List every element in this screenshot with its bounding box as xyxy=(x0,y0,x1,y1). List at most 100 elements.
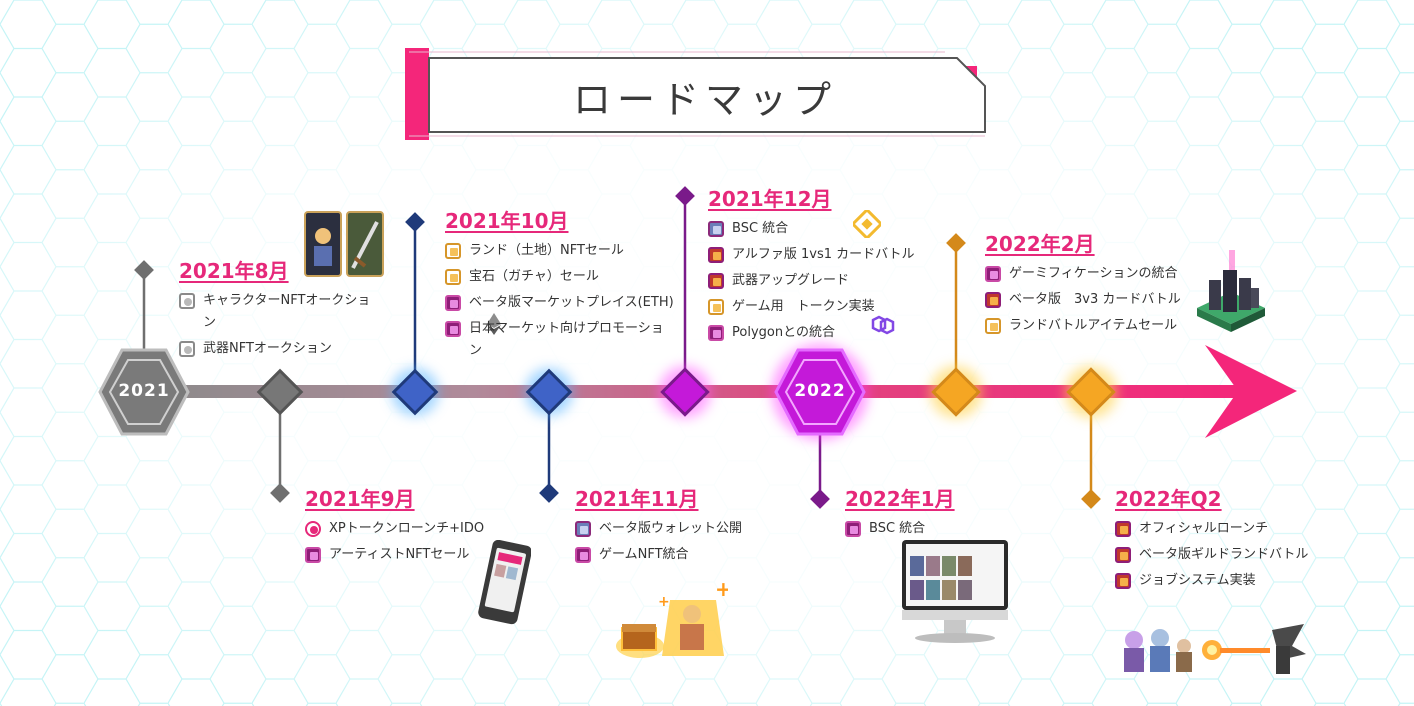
milestone-item: ランドバトルアイテムセール xyxy=(985,315,1205,337)
svg-text:+: + xyxy=(715,580,728,601)
milestone-date: 2021年11月 xyxy=(575,487,699,511)
milestone-item: 武器アップグレード xyxy=(708,270,938,292)
milestone-item: アルファ版 1vs1 カードバトル xyxy=(708,244,938,266)
battle-characters-sprite xyxy=(1124,624,1306,674)
milestone-item-text: アルファ版 1vs1 カードバトル xyxy=(732,247,915,262)
svg-text:+: + xyxy=(658,594,670,610)
desktop-monitor-image xyxy=(902,540,1008,643)
milestone-item-text: ゲーミフィケーションの統合 xyxy=(1009,266,1178,281)
milestone-bullet-icon xyxy=(708,221,724,237)
milestone-item-list: XPトークンローンチ+IDO アーティストNFTセール xyxy=(305,518,505,566)
milestone-item: ゲーム用 トークン実装 xyxy=(708,296,938,318)
milestone-item-text: 宝石（ガチャ）セール xyxy=(469,269,599,284)
milestone-item-text: Polygonとの統合 xyxy=(732,325,835,340)
milestone-date: 2021年8月 xyxy=(179,259,289,283)
milestone-2021-11: 2021年11月 ベータ版ウォレット公開ゲームNFT統合 xyxy=(575,483,775,570)
milestone-date: 2022年Q2 xyxy=(1115,487,1222,511)
nft-card-images xyxy=(304,211,384,277)
milestone-item: ベータ版 3v3 カードバトル xyxy=(985,289,1205,311)
milestone-item: XPトークンローンチ+IDO xyxy=(305,518,505,540)
milestone-item-text: ベータ版 3v3 カードバトル xyxy=(1009,292,1181,307)
milestone-2021-08: 2021年8月 キャラクターNFTオークション武器NFTオークション xyxy=(179,255,379,364)
milestone-item: ジョブシステム実装 xyxy=(1115,570,1310,592)
milestone-bullet-icon xyxy=(445,269,461,285)
milestone-item-text: XPトークンローンチ+IDO xyxy=(329,521,485,536)
milestone-bullet-icon xyxy=(1115,521,1131,537)
milestone-item-text: ベータ版ギルドランドバトル xyxy=(1139,547,1309,562)
milestone-bullet-icon xyxy=(845,521,861,537)
milestone-item: ゲーミフィケーションの統合 xyxy=(985,263,1205,285)
milestone-2021-12: 2021年12月 BSC 統合アルファ版 1vs1 カードバトル武器アップグレー… xyxy=(708,183,938,348)
milestone-item: ベータ版マーケットプレイス(ETH) xyxy=(445,292,675,314)
milestone-bullet-icon xyxy=(985,318,1001,334)
milestone-bullet-icon xyxy=(575,521,591,537)
milestone-2022-01: 2022年1月 BSC 統合 xyxy=(845,483,1045,544)
node-2021-12 xyxy=(659,366,711,418)
milestone-bullet-icon xyxy=(179,341,195,357)
milestone-item-text: BSC 統合 xyxy=(732,221,789,236)
node-2021-11 xyxy=(525,368,573,416)
milestone-bullet-icon xyxy=(305,547,321,563)
treasure-character-sprite: + + xyxy=(616,580,728,658)
milestone-date: 2022年1月 xyxy=(845,487,955,511)
milestone-bullet-icon xyxy=(445,321,461,337)
milestone-item-list: ベータ版ウォレット公開ゲームNFT統合 xyxy=(575,518,775,566)
milestone-item-text: 武器NFTオークション xyxy=(203,341,332,356)
milestone-item-text: BSC 統合 xyxy=(869,521,926,536)
milestone-bullet-icon xyxy=(708,325,724,341)
ethereum-icon xyxy=(487,313,501,335)
milestone-item-text: キャラクターNFTオークション xyxy=(203,293,371,330)
milestone-item: 武器NFTオークション xyxy=(179,338,379,360)
year-label-2021: 2021 xyxy=(118,381,170,401)
smartphone-image xyxy=(478,540,531,625)
milestone-bullet-icon xyxy=(305,521,321,537)
milestone-item-list: BSC 統合 xyxy=(845,518,1045,540)
title-banner-frame xyxy=(405,48,986,140)
milestone-bullet-icon xyxy=(985,266,1001,282)
milestone-item-list: ゲーミフィケーションの統合ベータ版 3v3 カードバトルランドバトルアイテムセー… xyxy=(985,263,1205,337)
milestone-item-text: ベータ版マーケットプレイス(ETH) xyxy=(469,295,674,310)
milestone-bullet-icon xyxy=(445,295,461,311)
milestone-bullet-icon xyxy=(708,299,724,315)
node-2022-badge xyxy=(772,344,868,440)
milestone-bullet-icon xyxy=(708,247,724,263)
milestone-item-list: BSC 統合アルファ版 1vs1 カードバトル武器アップグレードゲーム用 トーク… xyxy=(708,218,938,344)
milestone-item: アーティストNFTセール xyxy=(305,544,505,566)
node-2022-q2 xyxy=(1065,366,1117,418)
milestone-item-text: ジョブシステム実装 xyxy=(1139,573,1256,588)
milestone-item: ベータ版ギルドランドバトル xyxy=(1115,544,1310,566)
milestone-item: 日本マーケット向けプロモーション xyxy=(445,318,675,362)
milestone-2021-10: 2021年10月 ランド（土地）NFTセール宝石（ガチャ）セールベータ版マーケッ… xyxy=(445,205,675,366)
binance-coin-icon xyxy=(853,210,881,238)
milestone-item-text: ベータ版ウォレット公開 xyxy=(599,521,743,536)
milestone-item: BSC 統合 xyxy=(845,518,1045,540)
milestone-item: キャラクターNFTオークション xyxy=(179,290,379,334)
polygon-icon xyxy=(871,315,895,335)
milestone-date: 2022年2月 xyxy=(985,232,1095,256)
milestone-bullet-icon xyxy=(985,292,1001,308)
milestone-item-list: オフィシャルローンチベータ版ギルドランドバトルジョブシステム実装 xyxy=(1115,518,1310,592)
milestone-2022-q2: 2022年Q2 オフィシャルローンチベータ版ギルドランドバトルジョブシステム実装 xyxy=(1115,483,1310,596)
milestone-item-list: キャラクターNFTオークション武器NFTオークション xyxy=(179,290,379,360)
milestone-item: Polygonとの統合 xyxy=(708,322,938,344)
milestone-date: 2021年9月 xyxy=(305,487,415,511)
milestone-item-text: ゲームNFT統合 xyxy=(599,547,689,562)
milestone-item: ベータ版ウォレット公開 xyxy=(575,518,775,540)
node-2021-10 xyxy=(391,368,439,416)
milestone-bullet-icon xyxy=(575,547,591,563)
milestone-item: オフィシャルローンチ xyxy=(1115,518,1310,540)
milestone-item-text: 日本マーケット向けプロモーション xyxy=(469,321,664,358)
milestone-bullet-icon xyxy=(1115,573,1131,589)
milestone-item-list: ランド（土地）NFTセール宝石（ガチャ）セールベータ版マーケットプレイス(ETH… xyxy=(445,240,675,362)
milestone-bullet-icon xyxy=(708,273,724,289)
milestone-item: ゲームNFT統合 xyxy=(575,544,775,566)
milestone-item: 宝石（ガチャ）セール xyxy=(445,266,675,288)
milestone-bullet-icon xyxy=(445,243,461,259)
milestone-item-text: ランド（土地）NFTセール xyxy=(469,243,624,258)
milestone-item-text: アーティストNFTセール xyxy=(329,547,470,562)
milestone-item: BSC 統合 xyxy=(708,218,938,240)
milestone-item-text: ゲーム用 トークン実装 xyxy=(732,299,875,314)
milestone-item-text: オフィシャルローンチ xyxy=(1139,521,1269,536)
node-2021-09 xyxy=(256,368,304,416)
milestone-item-text: 武器アップグレード xyxy=(732,273,850,288)
